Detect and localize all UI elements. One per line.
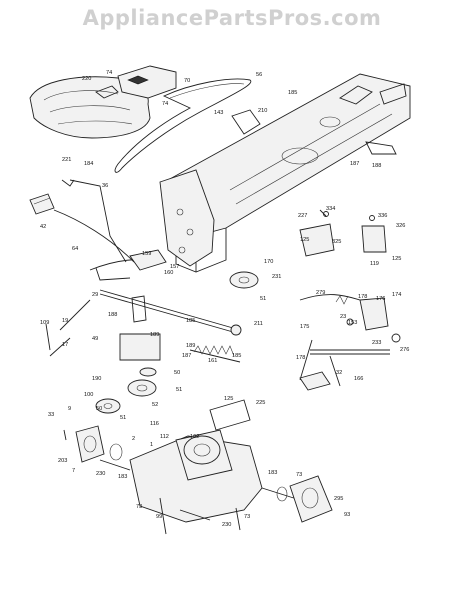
label-109: 109 [40, 320, 49, 326]
label-159: 159 [142, 251, 151, 257]
upper-right-brackets [299, 209, 387, 257]
label-51c: 51 [120, 415, 126, 421]
label-162: 162 [190, 434, 199, 440]
watermark: AppliancePartsPros.com [82, 6, 382, 30]
label-184: 184 [84, 161, 93, 167]
label-73b: 73 [244, 514, 250, 520]
tractor-frame [159, 73, 411, 273]
label-112: 112 [160, 434, 169, 440]
label-73c: 73 [296, 472, 302, 478]
label-170: 170 [264, 259, 273, 265]
label-175: 175 [300, 324, 309, 330]
pulleys [95, 271, 259, 414]
label-19: 19 [62, 318, 68, 324]
label-160: 160 [164, 270, 173, 276]
label-36: 36 [102, 183, 108, 189]
label-227: 227 [298, 213, 307, 219]
label-2: 2 [132, 436, 135, 442]
label-74b: 74 [162, 101, 168, 107]
label-93: 93 [344, 512, 350, 518]
part-labels: 74 220 70 56 74 185 143 210 187 188 221 … [40, 70, 409, 528]
label-183: 183 [118, 474, 127, 480]
label-7: 7 [72, 468, 75, 474]
label-157: 157 [170, 264, 179, 270]
label-49: 49 [92, 336, 98, 342]
label-64: 64 [72, 246, 78, 252]
label-183b: 183 [268, 470, 277, 476]
label-221: 221 [62, 157, 71, 163]
label-210: 210 [258, 108, 267, 114]
label-50b: 50 [96, 406, 102, 412]
label-230b: 230 [222, 522, 231, 528]
label-73: 73 [136, 504, 142, 510]
label-51: 51 [260, 296, 266, 302]
right-linkage [299, 294, 401, 391]
label-233: 233 [372, 340, 381, 346]
label-211: 211 [254, 321, 263, 327]
label-185: 185 [288, 90, 297, 96]
label-187: 187 [350, 161, 359, 167]
label-220: 220 [82, 76, 91, 82]
label-125c: 125 [224, 396, 233, 402]
label-185c: 185 [232, 353, 241, 359]
label-185b: 185 [186, 318, 195, 324]
drive-belt [114, 78, 252, 173]
label-116: 116 [150, 421, 159, 427]
label-336: 336 [378, 213, 387, 219]
label-50: 50 [174, 370, 180, 376]
label-125: 125 [300, 237, 309, 243]
label-326: 326 [396, 223, 405, 229]
label-161: 161 [208, 358, 217, 364]
label-190: 190 [92, 376, 101, 382]
transaxle [63, 399, 333, 535]
label-99: 99 [156, 514, 162, 520]
label-176: 176 [376, 296, 385, 302]
label-100: 100 [84, 392, 93, 398]
label-231: 231 [272, 274, 281, 280]
label-279: 279 [316, 290, 325, 296]
label-33: 33 [48, 412, 54, 418]
label-178: 178 [358, 294, 367, 300]
label-188b: 188 [108, 312, 117, 318]
label-143: 143 [214, 110, 223, 116]
label-178b: 178 [296, 355, 305, 361]
label-52: 52 [152, 402, 158, 408]
pedal-linkage [29, 179, 242, 363]
label-51b: 51 [176, 387, 182, 393]
label-295: 295 [334, 496, 343, 502]
label-32: 32 [336, 370, 342, 376]
label-23: 23 [340, 314, 346, 320]
label-189: 189 [150, 332, 159, 338]
label-334: 334 [326, 206, 335, 212]
label-325: 325 [332, 239, 341, 245]
label-174: 174 [392, 292, 401, 298]
label-29: 29 [92, 292, 98, 298]
label-9: 9 [68, 406, 71, 412]
label-1: 1 [150, 442, 153, 448]
label-119: 119 [370, 261, 379, 267]
label-187b: 187 [182, 353, 191, 359]
label-225: 225 [256, 400, 265, 406]
label-42: 42 [40, 224, 46, 230]
label-17: 17 [62, 342, 68, 348]
label-125b: 125 [392, 256, 401, 262]
label-70: 70 [184, 78, 190, 84]
label-189b: 189 [186, 343, 195, 349]
label-56: 56 [256, 72, 262, 78]
label-203: 203 [58, 458, 67, 464]
label-188: 188 [372, 163, 381, 169]
label-230: 230 [96, 471, 105, 477]
label-276: 276 [400, 347, 409, 353]
label-74: 74 [106, 70, 112, 76]
label-166: 166 [354, 376, 363, 382]
label-153: 153 [348, 320, 357, 326]
seat-fender [29, 65, 177, 139]
